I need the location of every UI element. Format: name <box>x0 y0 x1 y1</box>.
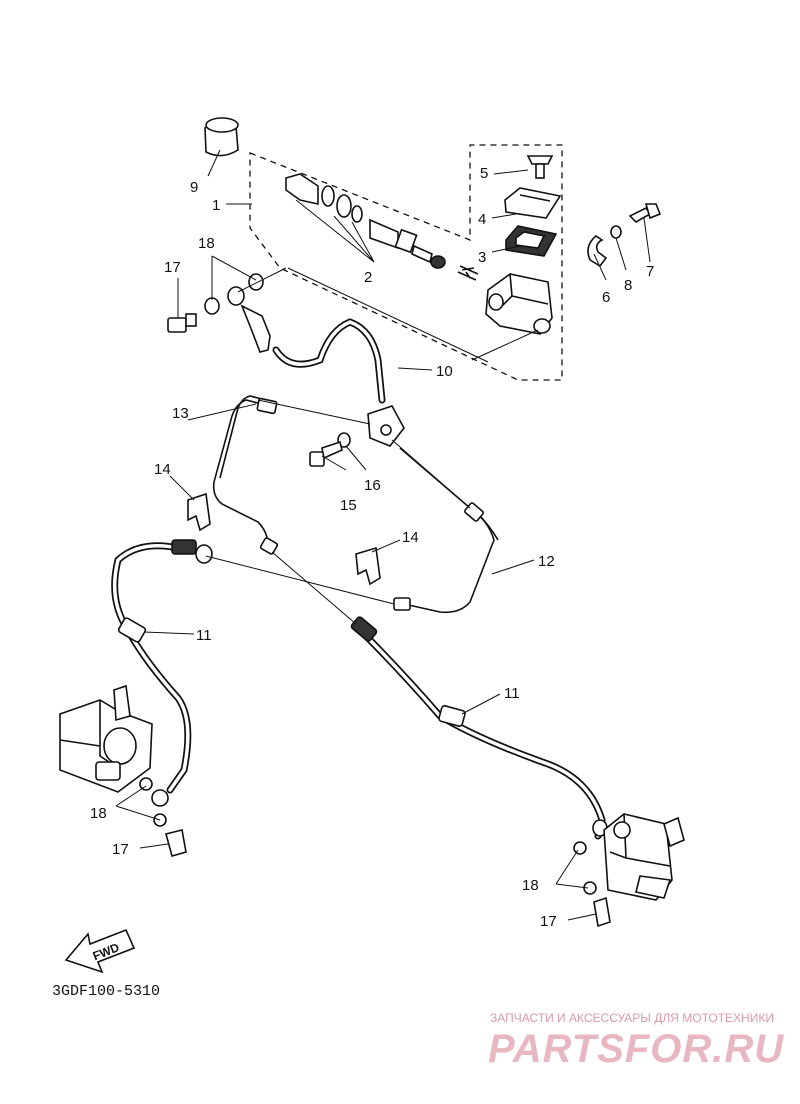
callout-1: 1 <box>212 197 220 214</box>
part-18-washer-top <box>204 273 264 315</box>
brake-joint-block <box>367 405 405 447</box>
callout-6: 6 <box>602 289 610 306</box>
master-cylinder-assembly-outline <box>249 144 563 381</box>
part-13-brake-pipe <box>212 399 269 547</box>
brake-caliper-right <box>603 813 685 901</box>
part-9-boot <box>204 117 239 157</box>
part-15-bolt <box>309 440 343 467</box>
callout-7: 7 <box>646 263 654 280</box>
callout-18-top: 18 <box>198 235 215 252</box>
callout-8: 8 <box>624 277 632 294</box>
part-4-reservoir-cap <box>504 187 562 219</box>
leader-lines <box>115 149 651 921</box>
part-18-washer-right <box>573 841 597 895</box>
callout-4: 4 <box>478 211 486 228</box>
part-17-bleeder-left <box>165 829 187 857</box>
diagram-code: 3GDF100-5310 <box>52 983 160 1000</box>
part-10-brake-hose <box>227 286 386 404</box>
callout-18-right: 18 <box>522 877 539 894</box>
callout-16: 16 <box>364 477 381 494</box>
callout-11-right: 11 <box>504 685 520 702</box>
part-11-brake-hose-left <box>111 539 213 807</box>
watermark-logo: PARTSFOR.RU <box>488 1027 784 1071</box>
callout-2: 2 <box>364 269 372 286</box>
part-17-bleeder-right <box>593 896 611 928</box>
callout-11-left: 11 <box>196 627 212 644</box>
part-14-clip-right <box>355 546 381 586</box>
part-17-bolt-top <box>167 313 197 333</box>
spring <box>457 265 479 281</box>
callout-10: 10 <box>436 363 453 380</box>
part-6-clamp <box>587 235 608 268</box>
part-2-piston-kit <box>285 173 446 269</box>
callout-15: 15 <box>340 497 357 514</box>
callout-5: 5 <box>480 165 488 182</box>
callout-13: 13 <box>172 405 189 422</box>
part-3-diaphragm <box>505 225 558 257</box>
brake-caliper-left <box>59 684 153 793</box>
callout-12: 12 <box>538 553 555 570</box>
watermark-tagline: ЗАПЧАСТИ И АКСЕССУАРЫ ДЛЯ МОТОТЕХНИКИ <box>490 1011 774 1025</box>
callout-17-right: 17 <box>540 913 557 930</box>
master-cylinder-body <box>485 273 553 335</box>
part-14-clip-left <box>187 492 211 532</box>
part-7-bolt <box>628 203 662 223</box>
part-8-washer <box>610 225 622 239</box>
part-11-brake-hose-right <box>350 616 608 840</box>
callout-9: 9 <box>190 179 198 196</box>
callout-18-left: 18 <box>90 805 107 822</box>
part-5-screw <box>526 155 554 179</box>
callout-17-left: 17 <box>112 841 129 858</box>
fwd-arrow-icon: FWD <box>64 928 136 974</box>
callout-14-left: 14 <box>154 461 171 478</box>
callout-17-top: 17 <box>164 259 181 276</box>
callout-3: 3 <box>478 249 486 266</box>
callout-14-right: 14 <box>402 529 419 546</box>
